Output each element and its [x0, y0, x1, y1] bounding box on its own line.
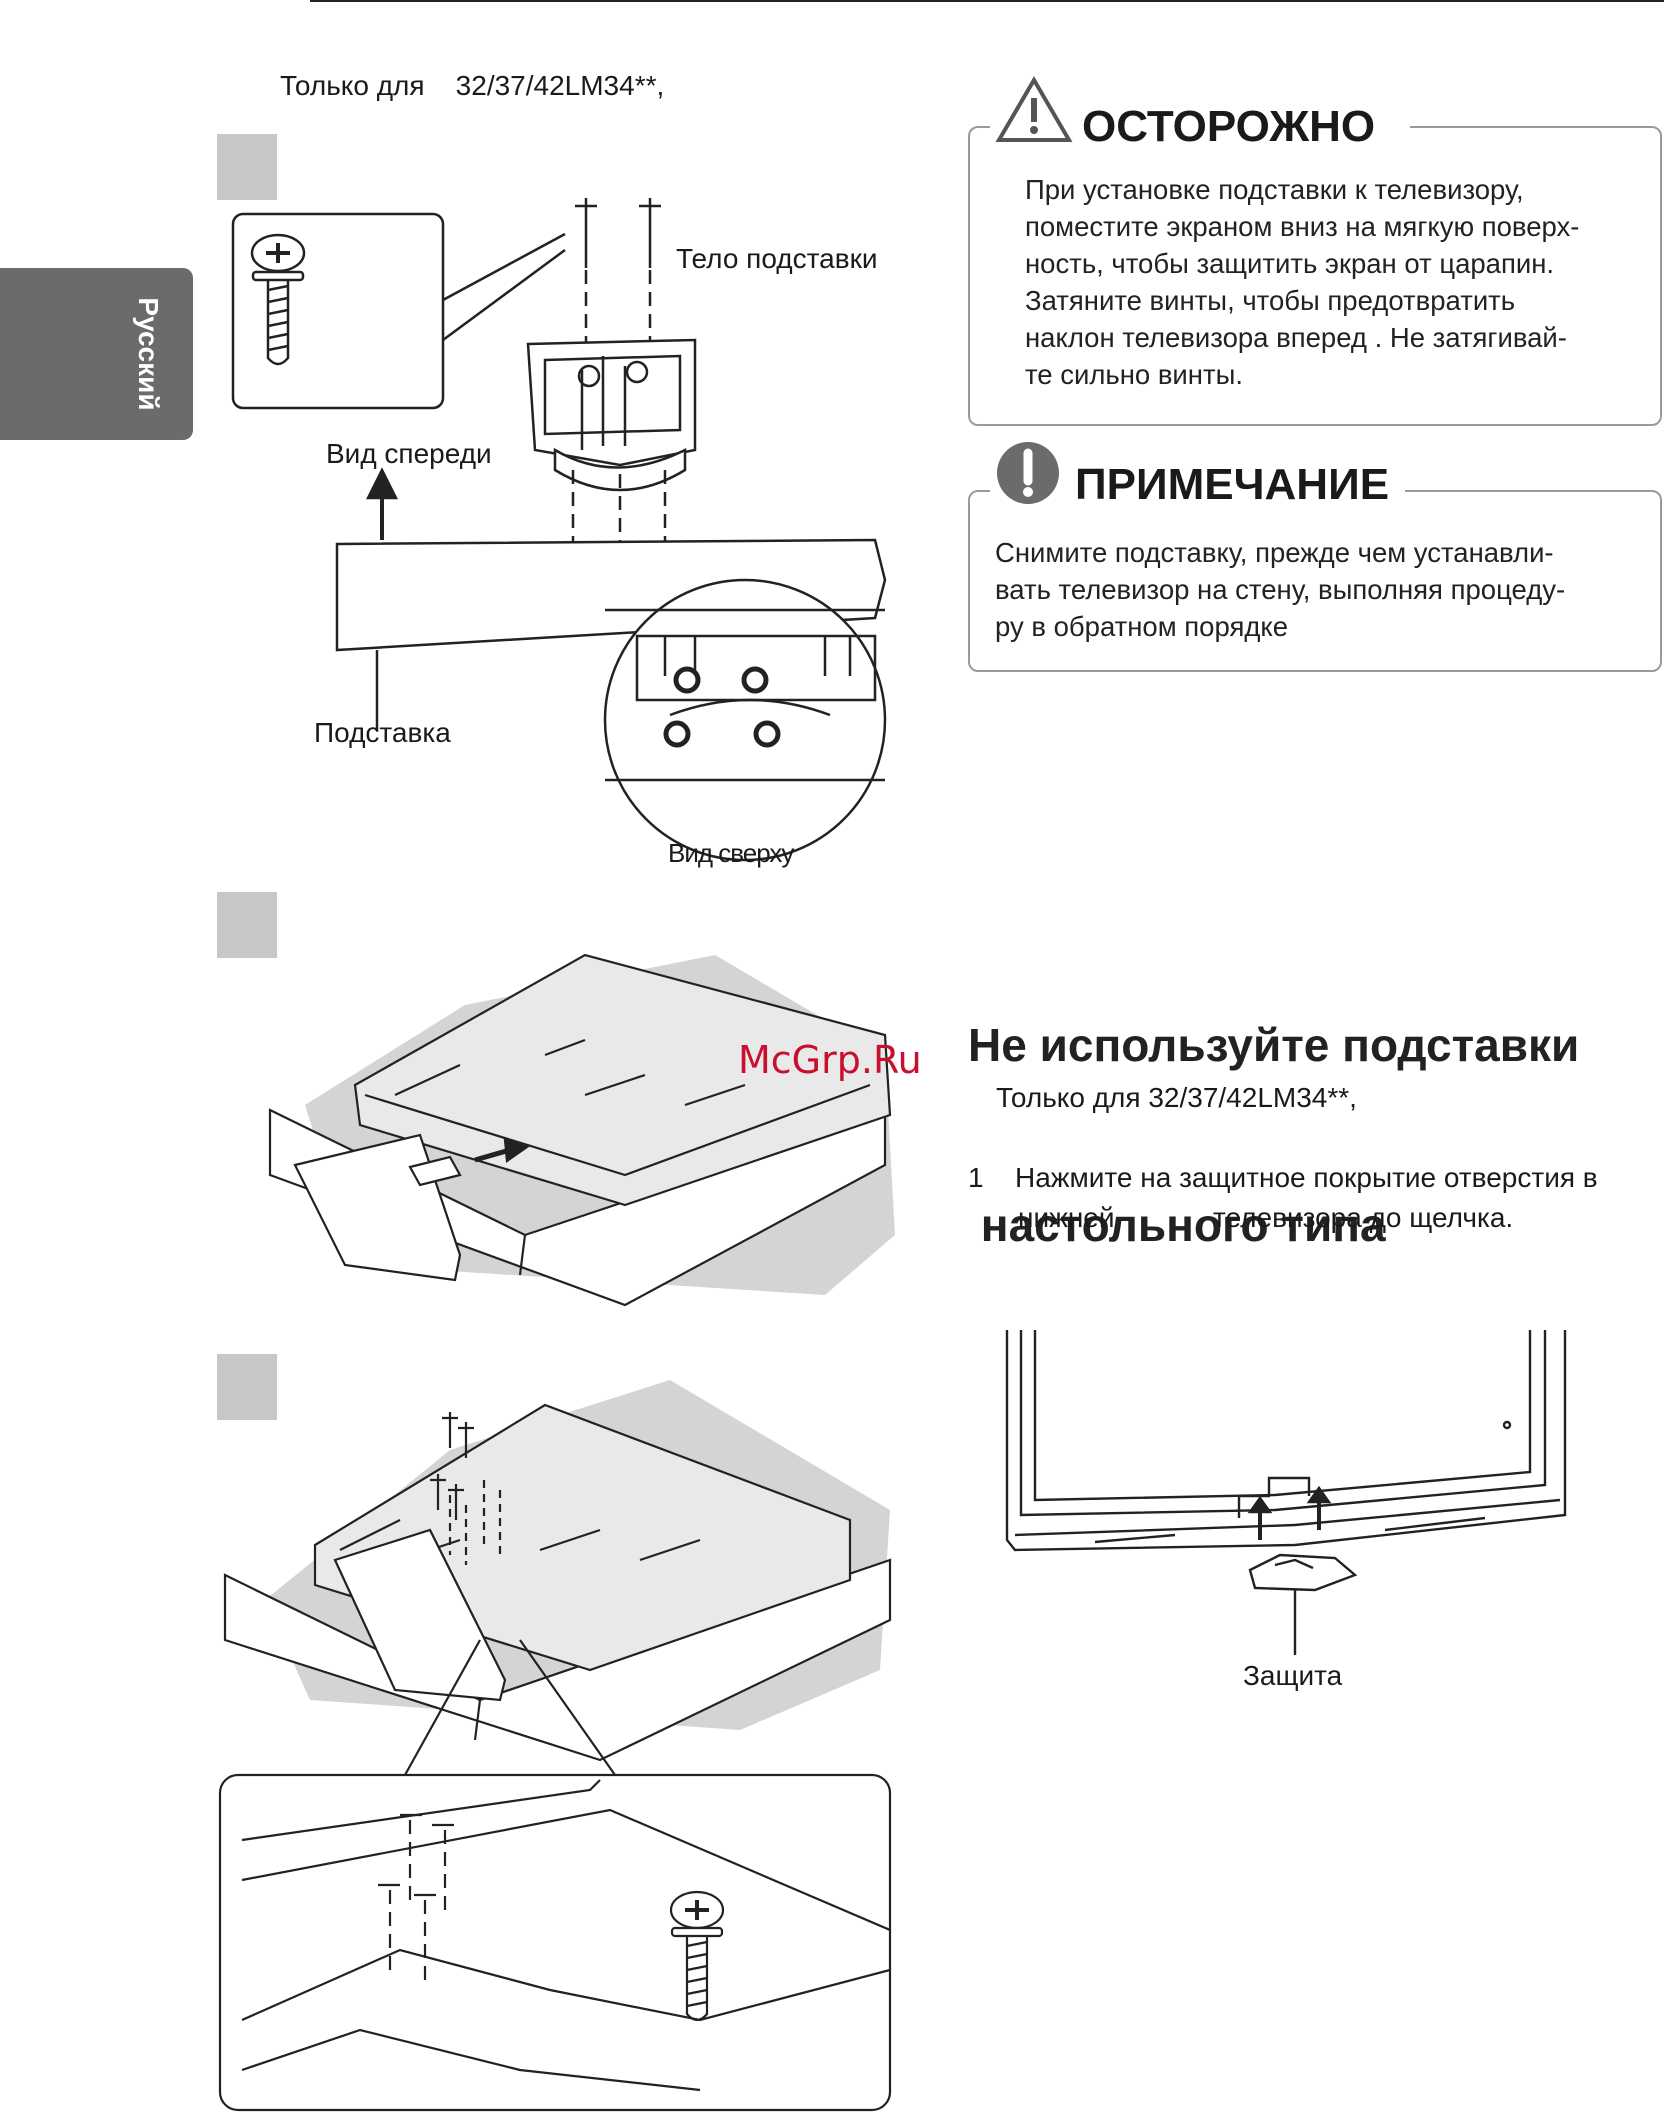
note-box [968, 490, 1662, 672]
label-top-view: Вид сверху [668, 838, 794, 868]
label-stand-body: Тело подставки [676, 243, 878, 274]
caution-line: ность, чтобы защитить экран от царапин. [1025, 248, 1555, 279]
caution-line: наклон телевизора вперед . Не затягивай- [1025, 322, 1567, 353]
figure-stand-assembly [231, 198, 887, 862]
step-text-line2-a: нижней [1018, 1202, 1115, 1233]
language-tab: Русский [0, 268, 193, 440]
header-rule [310, 0, 1664, 2]
step-text-line1: Нажмите на защитное покрытие отверстия в [1015, 1162, 1598, 1193]
only-for-models-right: Только для 32/37/42LM34**, [996, 1082, 1357, 1113]
note-text: Снимите подставку, прежде чем устанавли-… [995, 534, 1565, 645]
caution-text: При установке подставки к телевизору, по… [1025, 171, 1579, 393]
caution-box [968, 126, 1662, 426]
caution-line: При установке подставки к телевизору, [1025, 174, 1524, 205]
figure-protection-cover [1005, 1330, 1567, 1655]
caution-title: ОСТОРОЖНО [1082, 102, 1376, 151]
watermark: McGrp.Ru [738, 1038, 922, 1082]
caution-line: поместите экраном вниз на мягкую поверх- [1025, 211, 1580, 242]
figure-screw-stand [218, 1380, 892, 2112]
note-title: ПРИМЕЧАНИЕ [1075, 460, 1390, 509]
step-number: 1 [968, 1162, 984, 1193]
language-tab-label: Русский [133, 297, 164, 411]
step-box-3 [217, 1354, 277, 1420]
caution-line: те сильно винты. [1025, 359, 1243, 390]
warning-triangle-icon [995, 76, 1073, 142]
note-line: ру в обратном порядке [995, 611, 1289, 642]
figure-tv-face-down [268, 953, 895, 1307]
section-heading: Не используйте подставки настольного тип… [968, 895, 1579, 1315]
exclamation-icon [997, 442, 1059, 504]
note-line: Снимите подставку, прежде чем устанавли- [995, 537, 1554, 568]
section-heading-line: настольного типа [968, 1199, 1386, 1251]
note-title-backdrop [990, 440, 1405, 512]
only-for-models-left: Только для 32/37/42LM34**, [280, 70, 665, 101]
step-box-1 [217, 134, 277, 200]
screw-icon-large [669, 1890, 725, 2022]
caution-line: Затяните винты, чтобы предотвратить [1025, 285, 1516, 316]
label-stand: Подставка [314, 717, 451, 748]
label-front-view: Вид спереди [326, 438, 492, 469]
screw-icon [250, 233, 306, 366]
step-text-line2-b: телевизора до щелчка. [1213, 1202, 1514, 1233]
section-heading-line: Не используйте подставки [968, 1019, 1580, 1071]
step-box-2 [217, 892, 277, 958]
note-line: вать телевизор на стену, выполняя процед… [995, 574, 1566, 605]
label-protection: Защита [1243, 1660, 1343, 1691]
